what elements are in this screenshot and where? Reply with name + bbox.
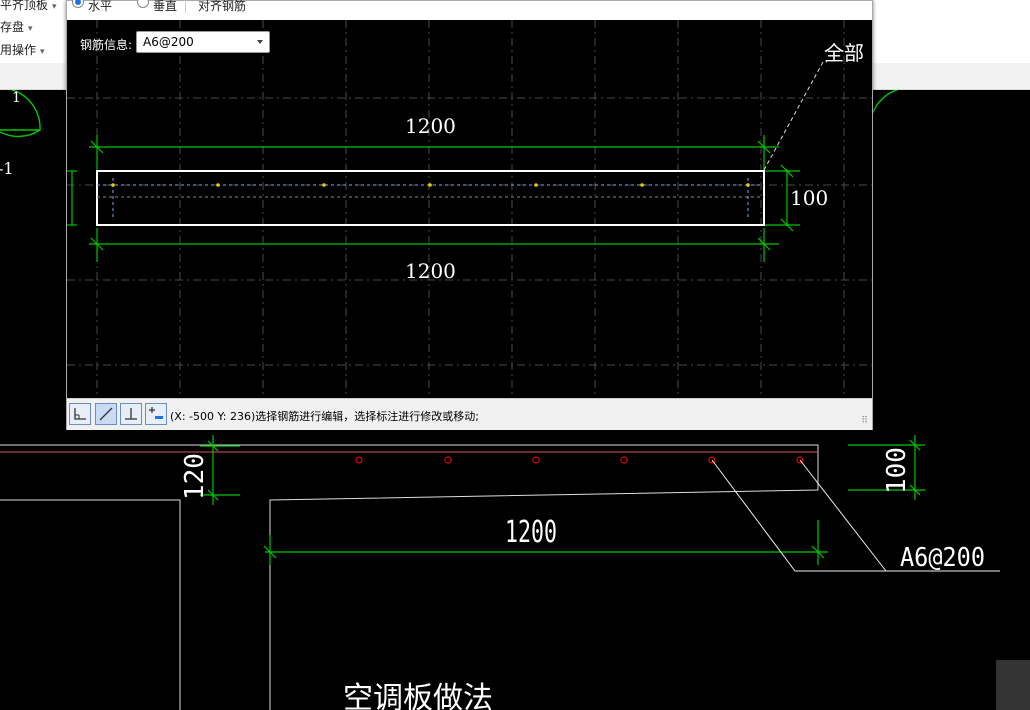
- line-tool-button[interactable]: [95, 403, 117, 425]
- ribbon-item[interactable]: 用操作▾: [0, 43, 45, 57]
- radio-horizontal[interactable]: [72, 0, 84, 8]
- chevron-down-icon: ▾: [28, 24, 33, 34]
- grid-bubble-left: [0, 90, 41, 138]
- divider: [185, 0, 186, 13]
- dim-bottom-text[interactable]: 1200: [405, 259, 456, 283]
- rebar-points: [111, 183, 750, 187]
- resize-grip-icon[interactable]: ⠿: [861, 416, 868, 426]
- align-rebar-button[interactable]: 对齐钢筋: [198, 0, 247, 13]
- main-dim-center: 1200: [505, 515, 557, 550]
- main-cad-canvas[interactable]: 1 -1 120 1200 100 A: [0, 90, 1030, 710]
- dim-top-lines: [89, 135, 779, 170]
- grid-bubble-right: [869, 90, 900, 131]
- slab-section[interactable]: [96, 170, 765, 226]
- grid-bubble-text: 1: [12, 90, 21, 106]
- rebar-info-label: 钢筋信息:: [80, 38, 133, 52]
- dim-right-text[interactable]: 100: [790, 186, 828, 210]
- corner-tool-button[interactable]: [69, 403, 91, 425]
- dialog-canvas[interactable]: 1200 1200 100: [67, 20, 872, 398]
- rebar-points-main: [355, 456, 804, 464]
- status-bar: (X: -500 Y: 236)选择钢筋进行编辑，选择标注进行修改或移动; ⠿: [67, 398, 872, 430]
- rebar-info-select[interactable]: A6@200: [136, 31, 270, 53]
- chevron-down-icon: [257, 40, 263, 44]
- grid-lines: [67, 20, 872, 398]
- ribbon-item[interactable]: 存盘▾: [0, 20, 33, 34]
- dim-top-text[interactable]: 1200: [405, 114, 456, 138]
- chevron-down-icon: ▾: [40, 47, 45, 57]
- grid-label-left: -1: [0, 159, 14, 178]
- ribbon-item[interactable]: 平齐顶板▾: [0, 0, 57, 12]
- add-tool-button[interactable]: [145, 403, 167, 425]
- radio-vertical-label: 垂直: [153, 0, 178, 13]
- status-text: (X: -500 Y: 236)选择钢筋进行编辑，选择标注进行修改或移动;: [170, 410, 479, 423]
- chevron-down-icon: ▾: [52, 2, 57, 12]
- dim-right-lines: [765, 164, 800, 232]
- dim-bottom-lines: [89, 228, 779, 262]
- callout-text[interactable]: 全部: [824, 41, 864, 65]
- dialog-options-row: 水平 垂直 对齐钢筋: [67, 0, 872, 19]
- perpendicular-tool-button[interactable]: [120, 403, 142, 425]
- radio-horizontal-label: 水平: [88, 0, 113, 13]
- main-title: 空调板做法: [343, 681, 493, 710]
- radio-vertical[interactable]: [137, 0, 149, 8]
- corner-panel: [996, 660, 1030, 710]
- rebar-edit-dialog: 水平 垂直 对齐钢筋 12: [66, 0, 873, 430]
- main-dim-left: 120: [180, 453, 210, 500]
- main-dim-right: 100: [882, 447, 912, 494]
- main-rebar-label: A6@200: [900, 543, 985, 573]
